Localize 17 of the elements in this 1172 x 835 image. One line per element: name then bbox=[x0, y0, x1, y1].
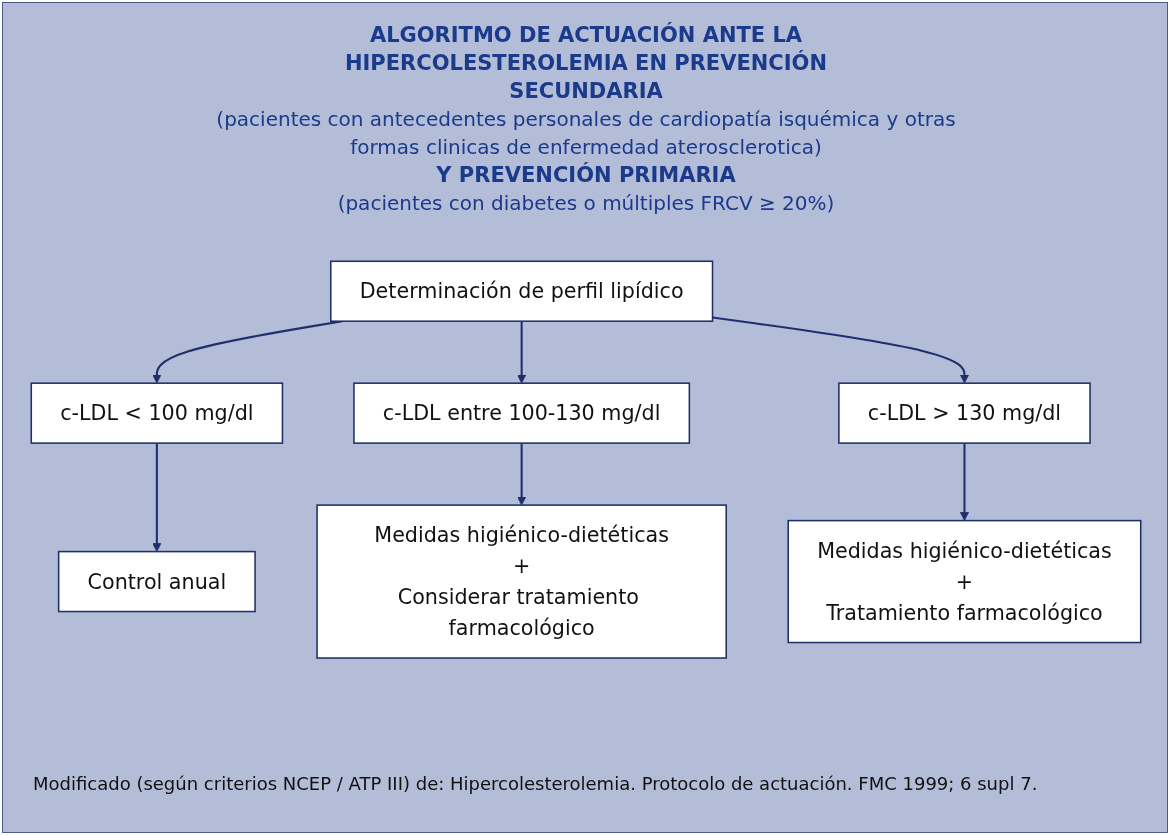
node-box: c-LDL > 130 mg/dl bbox=[838, 382, 1091, 444]
note: (pacientes con antecedentes personales de cardiopatía isquémica y otras formas clinicas de enfermedad aterosclerotica) bbox=[215, 106, 957, 161]
arrow bbox=[712, 316, 969, 384]
node-box: Medidas higiénico-dietéticas + Considerar tratamiento farmacológico bbox=[316, 504, 727, 659]
arrow bbox=[517, 321, 527, 384]
arrow bbox=[517, 443, 527, 506]
arrow bbox=[959, 443, 969, 521]
node-box: c-LDL < 100 mg/dl bbox=[30, 382, 284, 444]
caption: Modificado (según criterios NCEP / ATP III) de: Hipercolesterolemia. Protocolo de actuación. FMC 1999; 6 supl 7. bbox=[33, 772, 1039, 796]
node-box: Control anual bbox=[57, 550, 256, 613]
arrow bbox=[152, 443, 162, 552]
node-box: Medidas higiénico-dietéticas + Tratamiento farmacológico bbox=[787, 519, 1142, 644]
subtitle: Y PREVENCIÓN PRIMARIA bbox=[435, 161, 737, 189]
note: (pacientes con diabetes o múltiples FRCV ≥ 20%) bbox=[336, 190, 836, 217]
title: ALGORITMO DE ACTUACIÓN ANTE LA HIPERCOLESTEROLEMIA EN PREVENCIÓN SECUNDARIA bbox=[343, 21, 829, 105]
node-box: Determinación de perfil lipídico bbox=[330, 260, 714, 322]
node-box: c-LDL entre 100-130 mg/dl bbox=[353, 382, 691, 444]
